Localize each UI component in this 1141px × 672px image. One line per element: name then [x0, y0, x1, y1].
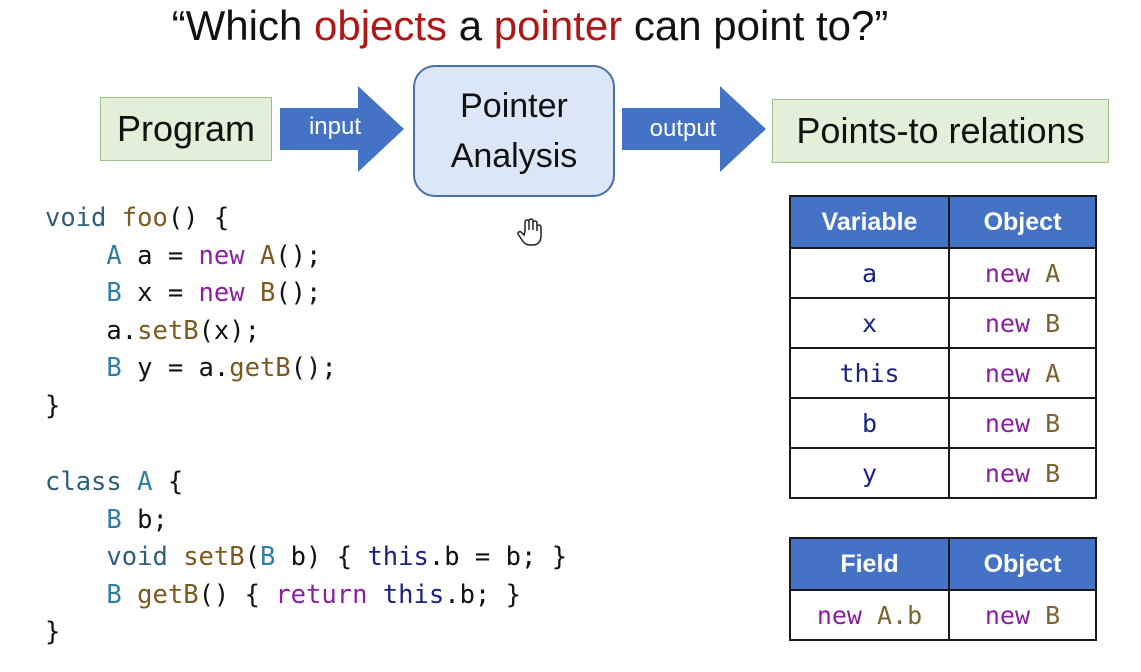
table-row: b new B	[789, 397, 1097, 449]
code-line: B x = new B();	[106, 278, 322, 308]
field-cell: new A.b	[789, 589, 950, 641]
object-cell: new B	[948, 397, 1097, 449]
code-line: class A {	[45, 467, 184, 497]
table-row: a new A	[789, 247, 1097, 299]
variable-cell: this	[789, 347, 950, 399]
field-points-to-table: Field Object new A.b new B	[789, 537, 1097, 641]
object-cell: new B	[948, 589, 1097, 641]
code-line: }	[45, 617, 61, 647]
variable-cell: b	[789, 397, 950, 449]
code-line: a.setB(x);	[106, 315, 260, 346]
code-foo: void foo() { A a = new A(); B x = new B(…	[45, 200, 337, 425]
points-to-box: Points-to relations	[772, 99, 1109, 163]
code-line: }	[45, 390, 61, 421]
object-cell: new A	[948, 347, 1097, 399]
column-header-variable: Variable	[789, 195, 950, 249]
object-cell: new A	[948, 247, 1097, 299]
variable-cell: x	[789, 297, 950, 349]
table-row: this new A	[789, 347, 1097, 399]
code-line: B b;	[106, 504, 168, 535]
hand-cursor-icon	[516, 218, 542, 253]
variable-cell: a	[789, 247, 950, 299]
output-label: output	[649, 115, 717, 142]
code-line: B y = a.getB();	[106, 353, 337, 383]
pointer-analysis-box: Pointer Analysis	[413, 65, 615, 197]
title-highlight-objects: objects	[313, 2, 448, 49]
code-class-a: class A { B b; void setB(B b) { this.b =…	[45, 464, 567, 652]
code-line: A a = new A();	[106, 240, 322, 271]
code-line: void setB(B b) { this.b = b; }	[106, 542, 568, 572]
program-label: Program	[116, 108, 256, 149]
code-line: B getB() { return this.b; }	[106, 579, 521, 610]
output-arrow	[622, 86, 766, 172]
slide-title: “Which objects a pointer can point to?”	[171, 2, 889, 49]
column-header-field: Field	[789, 537, 950, 591]
column-header-object: Object	[948, 195, 1097, 249]
variable-cell: y	[789, 447, 950, 499]
table-row: y new B	[789, 447, 1097, 499]
title-highlight-pointer: pointer	[493, 2, 623, 49]
variable-points-to-table: Variable Object a new A x new B this new…	[789, 195, 1097, 499]
table-row: new A.b new B	[789, 589, 1097, 641]
program-box: Program	[100, 97, 272, 161]
points-to-label: Points-to relations	[796, 110, 1085, 151]
table-row: x new B	[789, 297, 1097, 349]
pa-label-line1: Pointer	[460, 87, 568, 125]
input-label: input	[308, 113, 362, 140]
code-line: void foo() {	[45, 203, 230, 233]
object-cell: new B	[948, 447, 1097, 499]
table-header-row: Variable Object	[789, 195, 1097, 249]
pa-label-line2: Analysis	[450, 137, 578, 175]
object-cell: new B	[948, 297, 1097, 349]
column-header-object: Object	[948, 537, 1097, 591]
table-header-row: Field Object	[789, 537, 1097, 591]
input-arrow	[280, 86, 404, 172]
